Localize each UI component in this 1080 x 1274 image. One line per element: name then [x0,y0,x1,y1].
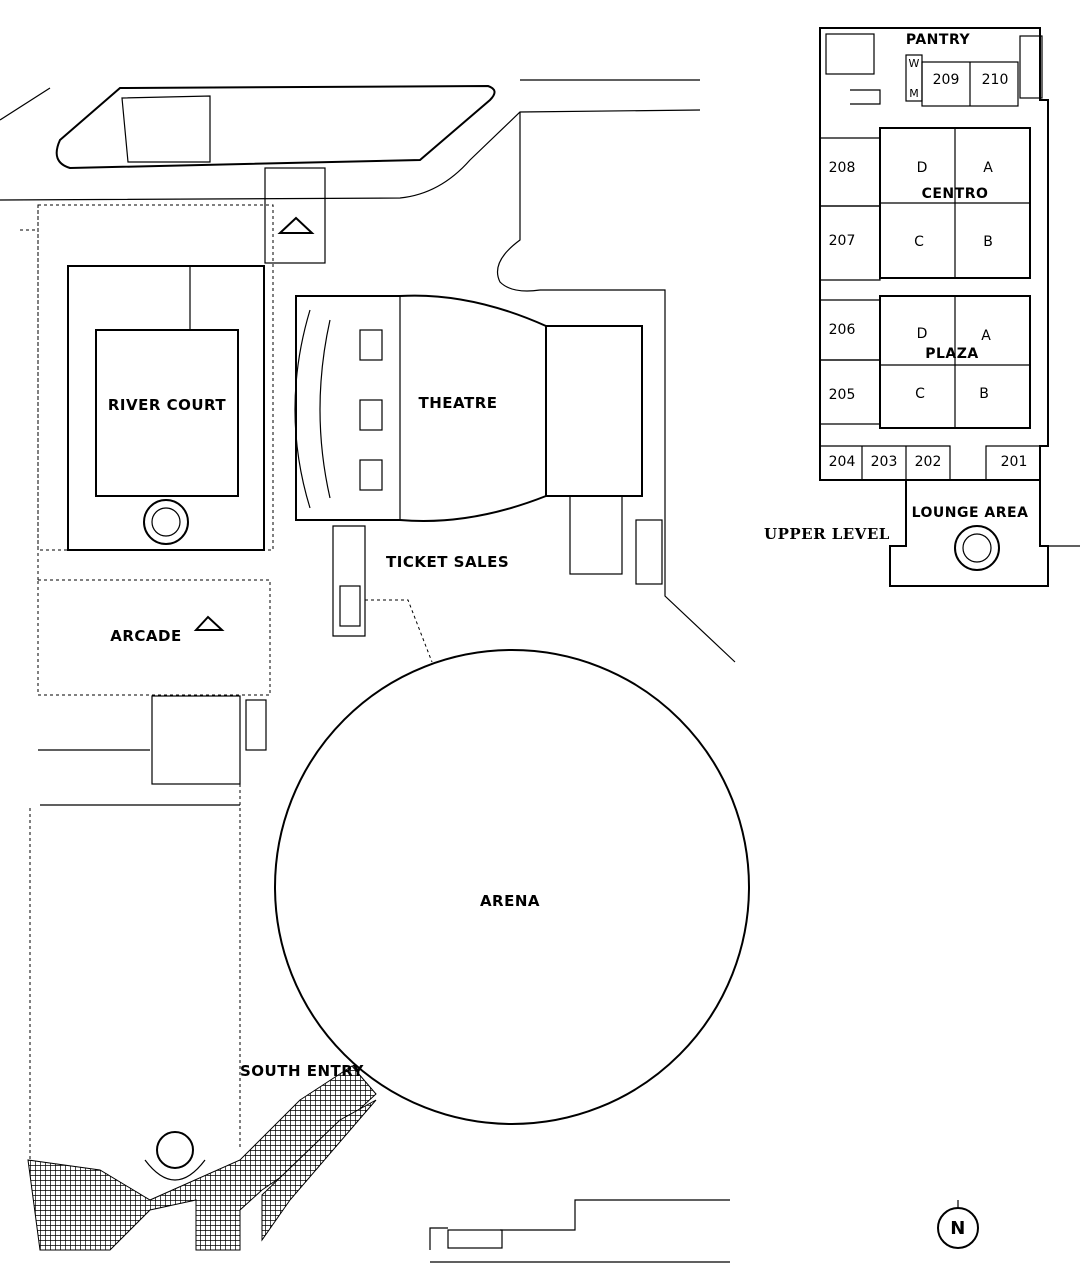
room-206: 206 [829,322,856,338]
top-road [0,79,701,292]
upper-level-plan [819,27,1080,587]
room-208: 208 [829,160,856,176]
room-203: 203 [871,454,898,470]
plaza-section-b: B [979,386,989,402]
north-arrow-label: N [950,1218,966,1239]
theatre-block [294,289,736,663]
ticket-sales-corridor [332,525,433,663]
centro-section-d: D [917,160,928,176]
centro-section-a: A [983,160,993,176]
north-corridor [264,167,326,264]
room-207: 207 [829,233,856,249]
label-w: W [909,57,920,70]
escalator-triangle-north [277,216,315,234]
room-210: 210 [982,72,1009,88]
arena [274,649,750,1125]
plaza-section-c: C [915,386,925,402]
arcade-block [37,579,271,806]
label-centro: CENTRO [922,186,989,202]
river-court-block [20,204,274,580]
north-arrow-icon: N [937,1200,979,1249]
label-river-court: RIVER COURT [108,396,227,414]
label-m: M [909,87,919,100]
centro-section-b: B [983,234,993,250]
label-south-entry: SOUTH ENTRY [240,1062,365,1080]
label-ticket-sales: TICKET SALES [386,553,509,571]
plaza-section-d: D [917,326,928,342]
room-209: 209 [933,72,960,88]
label-arcade: ARCADE [110,627,181,645]
room-202: 202 [915,454,942,470]
room-201: 201 [1001,454,1028,470]
label-lounge-area: LOUNGE AREA [912,505,1029,521]
label-plaza: PLAZA [925,346,979,362]
label-theatre: THEATRE [418,394,497,412]
label-arena: ARENA [480,892,540,910]
escalator-triangle-arcade [193,615,225,631]
plaza-section-a: A [981,328,991,344]
south-plaza [29,760,241,1160]
room-205: 205 [829,387,856,403]
south-entry-plaza [27,1065,730,1263]
upper-level-title: UPPER LEVEL [764,525,890,543]
room-204: 204 [829,454,856,470]
centro-section-c: C [914,234,924,250]
label-pantry: PANTRY [906,32,971,48]
